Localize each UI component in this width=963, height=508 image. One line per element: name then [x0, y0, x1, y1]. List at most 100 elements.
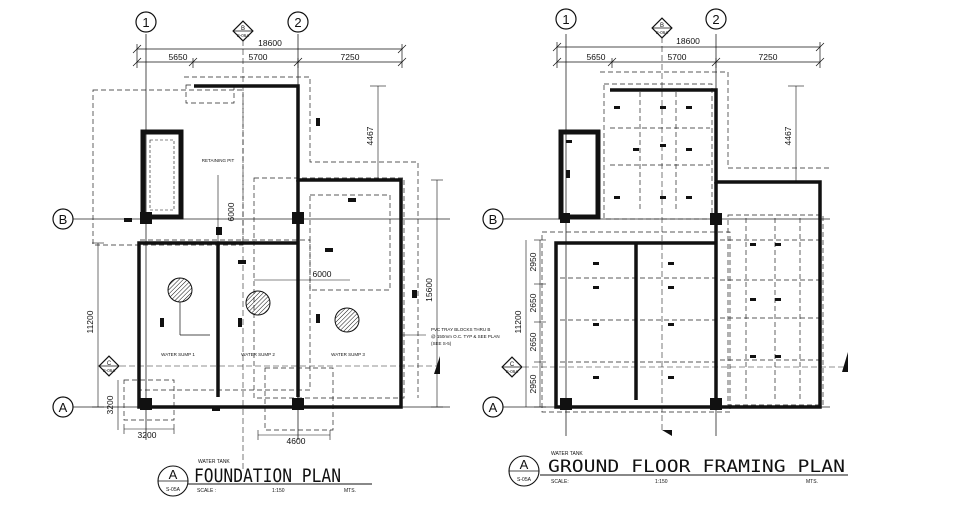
grid-bubble-2-framing: 2	[705, 8, 727, 30]
foundation-plan-title: FOUNDATION PLAN	[194, 465, 341, 487]
dim-bottom-left: 3200	[138, 430, 157, 440]
sump-pit-2	[245, 290, 271, 316]
room-label-sump-1: WATER SUMP 1	[161, 352, 195, 357]
svg-text:A: A	[489, 400, 498, 415]
dim-overall: 18600	[258, 38, 282, 48]
svg-text:C: C	[107, 361, 112, 367]
grid-bubble-b: B	[52, 208, 74, 230]
framing-plan: 1 2 B A B S-06A C S-06A	[482, 8, 848, 487]
note-line-1: PVC TRAY BLOCKS THRU B	[431, 327, 490, 332]
framing-scale-value: 1:150	[655, 479, 668, 485]
framing-project: WATER TANK	[551, 451, 583, 457]
right-dimension	[431, 179, 443, 408]
dim-bay-3: 2650	[528, 332, 538, 351]
svg-text:B: B	[660, 23, 664, 29]
framing-callout-letter: A	[520, 457, 529, 472]
column-a2	[292, 398, 304, 410]
note-line-3: (SEE S-5)	[431, 341, 452, 346]
rebar-marks	[124, 118, 417, 411]
column-b2	[292, 212, 304, 224]
framing-beam-marks	[566, 106, 781, 379]
svg-text:S-06A: S-06A	[656, 30, 669, 35]
framing-pit-outline	[558, 129, 601, 220]
left-dimensions	[92, 242, 119, 430]
svg-text:1: 1	[142, 15, 149, 30]
dim-right-total: 15600	[424, 278, 434, 302]
framing-outlines	[541, 71, 830, 413]
svg-text:B: B	[59, 212, 68, 227]
svg-text:S-06A: S-06A	[103, 368, 116, 373]
foundation-project: WATER TANK	[198, 459, 230, 465]
svg-text:2: 2	[294, 15, 301, 30]
foundation-scale-label: SCALE :	[197, 488, 216, 494]
top-dimensions	[132, 44, 407, 68]
section-marker-c: C S-06A	[98, 355, 440, 377]
dim-seg-1: 5650	[169, 52, 188, 62]
framing-upper-dimension	[788, 85, 804, 183]
framing-column-a2	[710, 398, 722, 410]
dim-left-bottom: 3200	[105, 395, 115, 414]
sump-pit-3	[334, 307, 360, 333]
bottom-dimensions	[123, 424, 331, 440]
dim-upper-offset: 4467	[365, 126, 375, 145]
foundation-plan: 1 2 B A B S-06A C S-06A	[52, 11, 500, 497]
foundation-units: MTS.	[344, 488, 356, 494]
retaining-pit-outline	[140, 129, 184, 220]
svg-text:2: 2	[712, 12, 719, 27]
dim-inner-v: 6000	[226, 202, 236, 221]
dim-bay-4: 2950	[528, 374, 538, 393]
svg-text:B: B	[241, 26, 245, 32]
dim-bay-2: 2650	[528, 293, 538, 312]
grid-bubble-2: 2	[287, 11, 309, 33]
grid-bubble-1-framing: 1	[555, 8, 577, 30]
foundation-title-block: A S-05A WATER TANK FOUNDATION PLAN SCALE…	[157, 459, 372, 497]
framing-scale-label: SCALE:	[551, 479, 569, 485]
section-marker-b-framing: B S-06A	[651, 17, 673, 436]
column-a1	[140, 398, 152, 410]
svg-text:S-06A: S-06A	[506, 369, 519, 374]
interior-dimensions	[217, 85, 386, 281]
svg-text:C: C	[510, 362, 515, 368]
grid-bubble-b-framing: B	[482, 208, 504, 230]
foundation-callout-ref: S-05A	[166, 487, 181, 493]
foundation-scale-value: 1:150	[272, 488, 285, 494]
dim-bay-1: 2950	[528, 252, 538, 271]
pit-inner-outline	[149, 139, 175, 211]
top-dimensions-framing	[552, 42, 825, 68]
room-label-sump-3: WATER SUMP 3	[331, 352, 365, 357]
sump-pit-1	[167, 277, 193, 303]
dim-seg-1-framing: 5650	[587, 52, 606, 62]
framing-column-b2	[710, 213, 722, 225]
grid-bubble-a-framing: A	[482, 396, 504, 418]
framing-column-a1	[560, 398, 572, 410]
dim-inner-h: 6000	[313, 269, 332, 279]
framing-plan-title: GROUND FLOOR FRAMING PLAN	[548, 457, 845, 477]
dim-left-total-framing: 11200	[513, 310, 523, 333]
svg-text:B: B	[489, 212, 498, 227]
framing-callout-ref: S-05A	[517, 477, 532, 483]
section-marker-c-framing: C S-06A	[501, 352, 848, 378]
dim-seg-2: 5700	[249, 52, 268, 62]
dim-seg-3: 7250	[341, 52, 360, 62]
svg-text:A: A	[59, 400, 68, 415]
dim-overall-framing: 18600	[676, 36, 700, 46]
section-marker-b: B S-06A	[232, 20, 254, 470]
dim-seg-2-framing: 5700	[668, 52, 687, 62]
dim-upper-offset-framing: 4467	[783, 126, 793, 145]
grid-bubble-a: A	[52, 396, 74, 418]
room-label-pit: RETAINING PIT	[202, 158, 235, 163]
column-b1	[140, 212, 152, 224]
foundation-callout-letter: A	[169, 467, 178, 482]
grid-bubble-1: 1	[135, 11, 157, 33]
note-line-2: @ 150mm O.C. TYP & SEE PLAN	[431, 334, 500, 339]
dim-seg-3-framing: 7250	[759, 52, 778, 62]
dim-bottom-right: 4600	[287, 436, 306, 446]
framing-title-block: A S-05A WATER TANK GROUND FLOOR FRAMING …	[508, 451, 848, 487]
svg-text:S-06A: S-06A	[237, 33, 250, 38]
framing-bay-dimensions	[525, 239, 546, 408]
room-label-sump-2: WATER SUMP 2	[241, 352, 275, 357]
framing-column-b1	[560, 213, 570, 223]
svg-text:1: 1	[562, 12, 569, 27]
framing-units: MTS.	[806, 479, 818, 485]
